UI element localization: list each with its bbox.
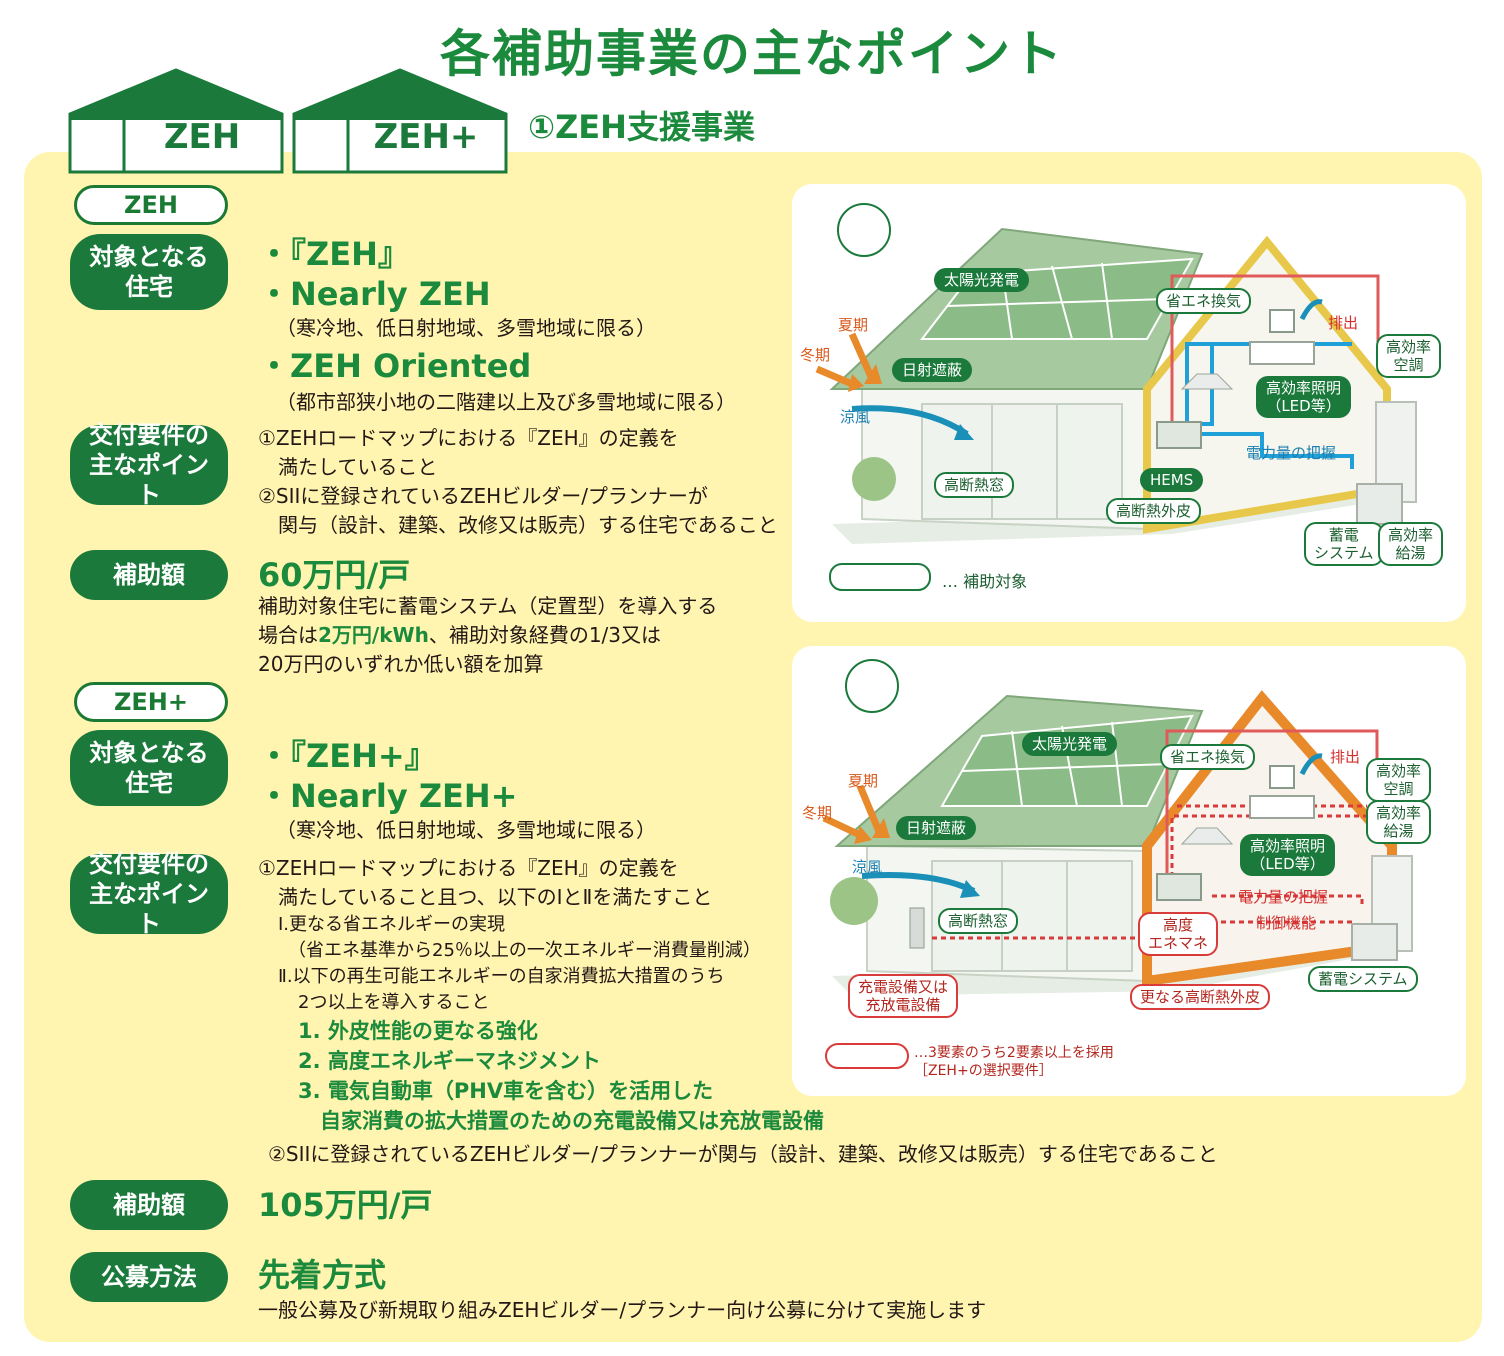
- label-envelope: 更なる高断熱外皮: [1130, 984, 1271, 1010]
- zeh-target-item: ・Nearly ZEH: [258, 275, 491, 313]
- label-summer: 夏期: [848, 772, 879, 790]
- zehplus-target-note: （寒冷地、低日射地域、多雪地域に限る）: [276, 818, 656, 842]
- zeh-requirement: ②SIIに登録されているZEHビルダー/プランナーが: [258, 484, 708, 508]
- zeh-requirement-list: ①ZEHロードマップにおける『ZEH』の定義を 満たしていること ②SIIに登録…: [258, 424, 778, 540]
- label-shading: 日射遮蔽: [896, 816, 977, 840]
- zehplus-measure: 自家消費の拡大措置のための充電設備又は充放電設備: [320, 1109, 824, 1133]
- label-envelope: 高断熱外皮: [1106, 498, 1202, 524]
- zeh-target-label: 対象となる住宅: [70, 234, 228, 310]
- label-breeze: 涼風: [852, 858, 883, 876]
- zehplus-measure: 3. 電気自動車（PHV車を含む）を活用した: [298, 1079, 714, 1103]
- label-breeze: 涼風: [840, 408, 871, 426]
- zeh-requirement-label: 交付要件の主なポイント: [70, 421, 228, 509]
- zehplus-tab-label: ZEH+: [374, 117, 479, 157]
- zehplus-requirement: （省エネ基準から25％以上の一次エネルギー消費量削減）: [288, 940, 761, 961]
- label-aircon: 高効率空調: [1376, 334, 1442, 378]
- label-storage: 蓄電システム: [1304, 522, 1384, 566]
- zehplus-amount: 105万円/戸: [258, 1186, 433, 1224]
- zeh-target-item: ・ZEH Oriented: [258, 347, 532, 385]
- zehplus-measure: 1. 外皮性能の更なる強化: [298, 1019, 538, 1043]
- zehplus-requirement-list: ①ZEHロードマップにおける『ZEH』の定義を 満たしていること且つ、以下のⅠと…: [258, 854, 878, 1136]
- zeh-amount: 60万円/戸: [258, 556, 411, 594]
- label-mgmt: 高度エネマネ: [1138, 912, 1219, 956]
- legend-zeh: … 補助対象: [942, 572, 1028, 591]
- method-note: 一般公募及び新規取り組みZEHビルダー/プランナー向け公募に分けて実施します: [258, 1298, 987, 1322]
- label-charger: 充電設備又は充放電設備: [848, 974, 959, 1018]
- label-winter: 冬期: [802, 804, 833, 822]
- legend-zehplus: …3要素のうち2要素以上を採用［ZEH+の選択要件］: [914, 1045, 1114, 1079]
- zehplus-requirement-last: ②SIIに登録されているZEHビルダー/プランナーが関与（設計、建築、改修又は販…: [268, 1142, 1218, 1166]
- label-winter: 冬期: [800, 346, 831, 364]
- zehplus-badge: ZEH+: [74, 682, 228, 722]
- label-aircon: 高効率空調: [1366, 758, 1432, 802]
- zehplus-house-tab-icon: ZEH+: [292, 68, 508, 174]
- label-water: 高効率給湯: [1366, 800, 1432, 844]
- zeh-house-tab-icon: ZEH: [68, 68, 284, 174]
- label-exhaust: 排出: [1328, 314, 1359, 332]
- zeh-house-diagram: 太陽光発電 省エネ換気 排出 高効率空調 夏期 冬期 日射遮蔽 高効率照明（LE…: [792, 184, 1466, 622]
- label-power: 電力量の把握: [1246, 444, 1337, 462]
- zeh-badge: ZEH: [74, 185, 228, 225]
- page-title: 各補助事業の主なポイント: [440, 25, 1064, 83]
- zeh-requirement: 関与（設計、建築、改修又は販売）する住宅であること: [258, 513, 778, 537]
- zehplus-requirement: 満たしていること且つ、以下のⅠとⅡを満たすこと: [258, 885, 713, 909]
- method-value: 先着方式: [258, 1256, 387, 1294]
- zehplus-measure: 2. 高度エネルギーマネジメント: [298, 1049, 601, 1073]
- label-shading: 日射遮蔽: [892, 358, 973, 382]
- zeh-amount-notes: 補助対象住宅に蓄電システム（定置型）を導入する 場合は2万円/kWh、補助対象経…: [258, 592, 778, 679]
- zehplus-target-label: 対象となる住宅: [70, 730, 228, 806]
- zeh-house-illustration: [815, 203, 1417, 591]
- zeh-amount-note-mid: 場合は2万円/kWh、補助対象経費の1/3又は: [258, 623, 662, 647]
- zehplus-house-diagram: 太陽光発電 省エネ換気 排出 高効率空調 高効率給湯 夏期 冬期 日射遮蔽 高効…: [792, 646, 1466, 1096]
- zeh-target-note: （都市部狭小地の二階建以上及び多雪地域に限る）: [276, 390, 736, 414]
- zehplus-requirement: ①ZEHロードマップにおける『ZEH』の定義を: [258, 856, 679, 880]
- label-power: 電力量の把握: [1238, 888, 1329, 906]
- label-storage: 蓄電システム: [1308, 966, 1418, 992]
- zeh-requirement: 満たしていること: [258, 455, 438, 479]
- label-exhaust: 排出: [1330, 748, 1361, 766]
- zeh-target-list: ・『ZEH』 ・Nearly ZEH （寒冷地、低日射地域、多雪地域に限る） ・…: [258, 234, 778, 416]
- label-lighting: 高効率照明（LED等）: [1256, 376, 1352, 418]
- zeh-target-item: ・『ZEH』: [258, 235, 410, 273]
- label-summer: 夏期: [838, 316, 869, 334]
- label-window: 高断熱窓: [938, 908, 1019, 934]
- zeh-amount-note: 20万円のいずれか低い額を加算: [258, 652, 544, 676]
- label-solar: 太陽光発電: [934, 268, 1030, 292]
- label-control: 制御機能: [1256, 914, 1317, 932]
- zehplus-requirement: Ⅰ.更なる省エネルギーの実現: [278, 914, 506, 935]
- label-lighting: 高効率照明（LED等）: [1240, 834, 1336, 876]
- label-hems: HEMS: [1140, 468, 1204, 492]
- label-ventilation: 省エネ換気: [1156, 288, 1252, 314]
- zehplus-target-item: ・Nearly ZEH+: [258, 777, 518, 815]
- zehplus-house-illustration: [822, 659, 1413, 1069]
- zehplus-requirement-label: 交付要件の主なポイント: [70, 850, 228, 938]
- method-label: 公募方法: [70, 1252, 228, 1302]
- zehplus-requirement: 2つ以上を導入すること: [298, 992, 490, 1013]
- zeh-amount-label: 補助額: [70, 550, 228, 600]
- zeh-tab-label: ZEH: [164, 117, 240, 157]
- zehplus-target-item: ・『ZEH+』: [258, 737, 437, 775]
- label-water: 高効率給湯: [1378, 522, 1444, 566]
- label-solar: 太陽光発電: [1022, 732, 1118, 756]
- label-window: 高断熱窓: [934, 472, 1015, 498]
- label-ventilation: 省エネ換気: [1160, 744, 1256, 770]
- zeh-amount-note: 補助対象住宅に蓄電システム（定置型）を導入する: [258, 594, 718, 618]
- zehplus-amount-label: 補助額: [70, 1180, 228, 1230]
- section-subtitle: ①ZEH支援事業: [528, 108, 755, 146]
- zeh-target-note: （寒冷地、低日射地域、多雪地域に限る）: [276, 316, 656, 340]
- zehplus-requirement: Ⅱ.以下の再生可能エネルギーの自家消費拡大措置のうち: [278, 966, 725, 987]
- zehplus-target-list: ・『ZEH+』 ・Nearly ZEH+ （寒冷地、低日射地域、多雪地域に限る）: [258, 736, 778, 844]
- zeh-requirement: ①ZEHロードマップにおける『ZEH』の定義を: [258, 426, 679, 450]
